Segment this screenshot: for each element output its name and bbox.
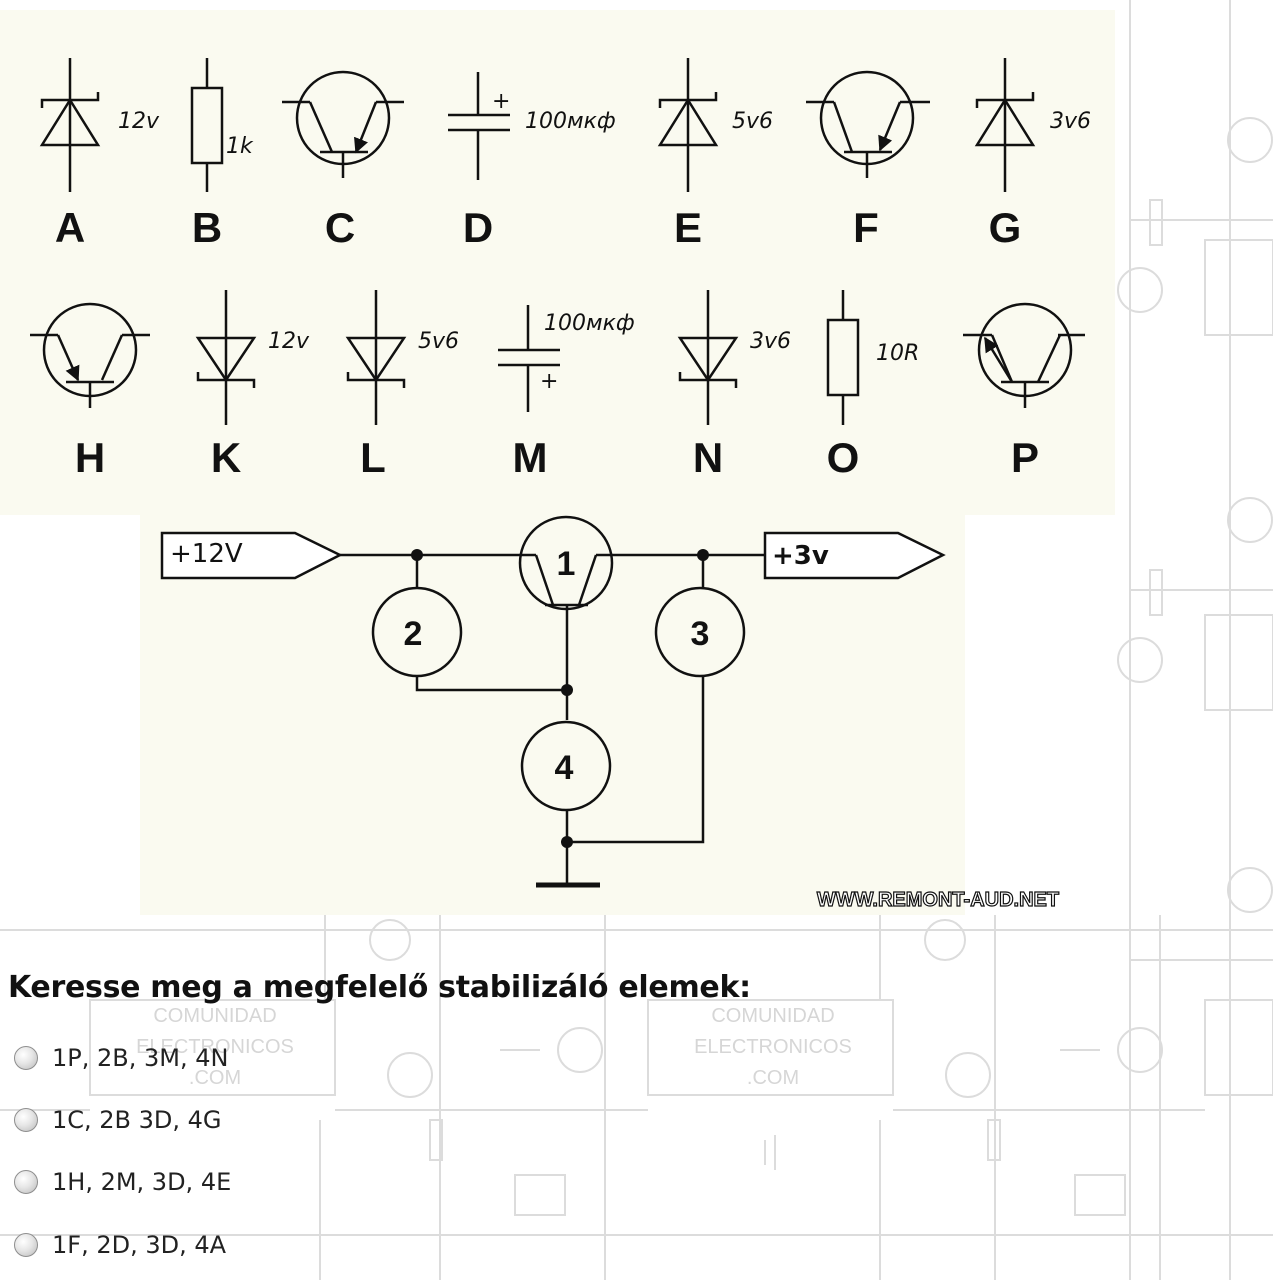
node-4-label: 4 [555,749,574,787]
letter-O: O [827,434,860,481]
option-2-label: 1C, 2B 3D, 4G [52,1106,222,1134]
output-terminal [763,531,946,580]
component-B-resistor [190,58,224,192]
option-4[interactable]: 1F, 2D, 3D, 4A [14,1225,226,1265]
node-3-circle [654,586,746,678]
bg-watermark-line1b: COMUNIDAD [711,1005,834,1027]
radio-button-2[interactable] [14,1108,38,1132]
radio-button-1[interactable] [14,1046,38,1070]
letter-F: F [853,204,879,251]
component-D-capacitor [448,72,510,180]
letter-G: G [989,204,1022,251]
input-label: +12V [170,539,243,569]
label-M-value: 100мкф [544,311,635,336]
node-3-label: 3 [691,615,710,653]
site-watermark: WWW.REMONT-AUD.NET [817,889,1059,911]
letter-H: H [75,434,105,481]
letter-D: D [463,204,493,251]
component-N-zener [677,290,739,425]
letter-B: B [192,204,222,251]
stabilizer-circuit [160,515,946,888]
option-3-label: 1H, 2M, 3D, 4E [52,1168,232,1196]
label-K-value: 12v [268,329,310,354]
option-2[interactable]: 1C, 2B 3D, 4G [14,1100,222,1140]
output-label: +3v [772,541,829,571]
letter-C: C [325,204,355,251]
component-G-zener [974,58,1036,192]
question-text: Keresse meg a megfelelő stabilizáló elem… [8,970,751,1005]
letter-M: M [513,434,548,481]
letter-P: P [1011,434,1039,481]
bg-watermark-line2: ELECTRONICOS [136,1036,294,1058]
label-A-value: 12v [118,109,160,134]
input-terminal [160,531,343,580]
component-K-zener [195,290,257,425]
letter-A: A [55,204,85,251]
option-1-label: 1P, 2B, 3M, 4N [52,1044,229,1072]
option-3[interactable]: 1H, 2M, 3D, 4E [14,1162,231,1202]
node-1-label: 1 [557,545,576,583]
bg-watermark-line3b: .COM [747,1067,799,1089]
letter-N: N [693,434,723,481]
label-B-value: 1k [226,134,254,159]
bg-watermark-line3: .COM [189,1067,241,1089]
letter-E: E [674,204,702,251]
bg-watermark-line2b: ELECTRONICOS [694,1036,852,1058]
component-C-transistor [282,70,404,178]
letter-L: L [360,434,386,481]
label-O-value: 10R [876,341,919,366]
component-H-transistor [30,302,150,408]
component-A-zener [39,58,101,192]
bg-watermark-line1: COMUNIDAD [153,1005,276,1027]
label-D-value: 100мкф [525,109,616,134]
component-P-transistor [963,302,1085,408]
diagram-panel: 12v 1k + 100мкф 5v6 3v6 12v 5v6 100мкф +… [0,10,1115,915]
option-1[interactable]: 1P, 2B, 3M, 4N [14,1038,228,1078]
label-E-value: 5v6 [732,109,773,134]
component-O-resistor [826,290,860,425]
label-G-value: 3v6 [1050,109,1091,134]
label-L-value: 5v6 [418,329,459,354]
component-M-capacitor [498,305,560,412]
label-D-polarity: + [492,89,510,114]
radio-button-3[interactable] [14,1170,38,1194]
label-M-polarity: + [540,369,558,394]
option-4-label: 1F, 2D, 3D, 4A [52,1231,227,1259]
radio-button-4[interactable] [14,1233,38,1257]
label-N-value: 3v6 [750,329,791,354]
component-F-transistor [806,70,930,178]
letter-K: K [211,434,241,481]
node-2-label: 2 [404,615,423,653]
component-E-zener [657,58,719,192]
component-L-zener [345,290,407,425]
